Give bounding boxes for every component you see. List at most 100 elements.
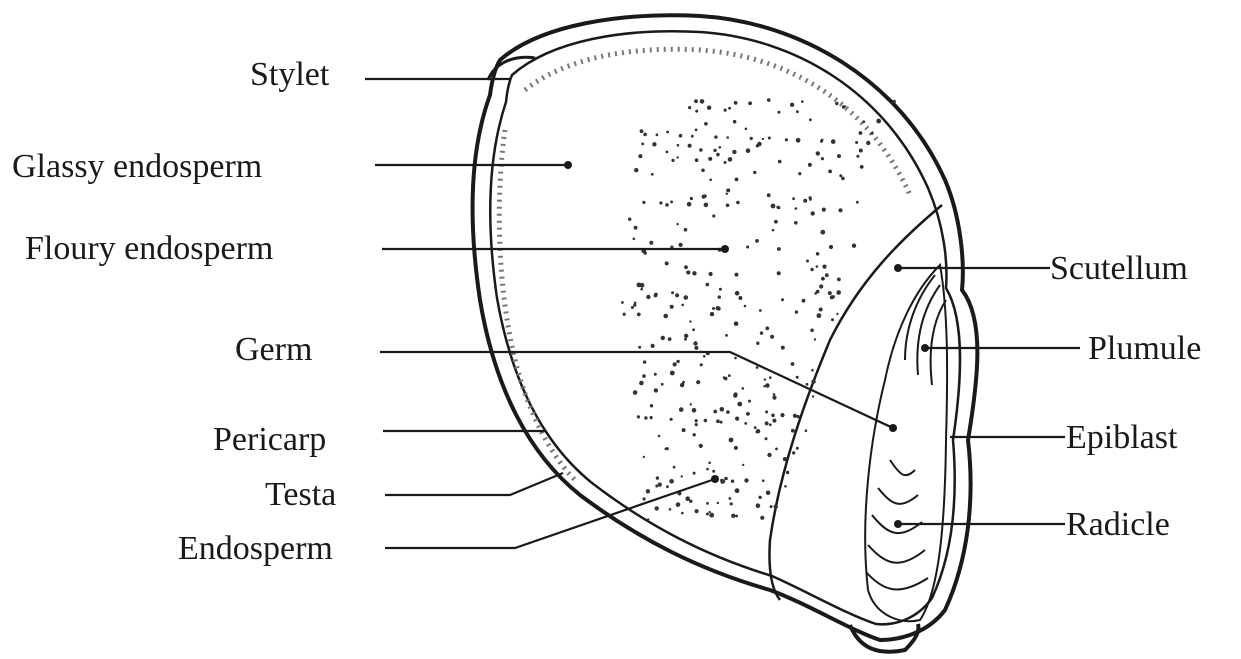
- stipple-dot: [734, 392, 738, 396]
- stipple-dot: [816, 265, 819, 268]
- stipple-dot: [735, 273, 739, 277]
- stipple-dot: [709, 511, 711, 513]
- stipple-dot: [757, 142, 762, 147]
- stipple-dot: [728, 374, 731, 377]
- stipple-dot: [707, 106, 711, 110]
- stipple-dot: [837, 154, 841, 158]
- stipple-dot: [821, 157, 824, 160]
- stipple-dot: [838, 208, 842, 212]
- stipple-dot: [778, 160, 782, 164]
- stipple-dot: [802, 299, 806, 303]
- stipple-dot: [755, 239, 759, 243]
- stipple-dot: [773, 393, 776, 396]
- stipple-dot: [684, 338, 687, 341]
- stipple-dot: [695, 158, 699, 162]
- label-testa: Testa: [265, 478, 336, 512]
- stipple-dot: [689, 500, 692, 503]
- stipple-dot: [770, 505, 773, 508]
- stipple-dot: [644, 251, 647, 254]
- stipple-dot: [695, 509, 699, 513]
- stipple-dot: [654, 373, 657, 376]
- stipple-dot: [777, 247, 781, 251]
- stipple-dot: [650, 404, 653, 407]
- label-radicle: Radicle: [1066, 508, 1170, 542]
- stipple-dot: [817, 313, 822, 318]
- stipple-dot: [692, 328, 695, 331]
- stipple-dot: [792, 197, 795, 200]
- stipple-dot: [720, 407, 725, 412]
- stipple-dot: [768, 137, 771, 140]
- stipple-dot: [688, 106, 691, 109]
- stipple-dot: [666, 447, 669, 450]
- stipple-dot: [682, 428, 686, 432]
- stipple-dot: [775, 448, 778, 451]
- stipple-dot: [675, 293, 679, 297]
- stipple-dot: [746, 148, 751, 153]
- stipple-dot: [855, 141, 858, 144]
- stipple-dot: [866, 141, 870, 145]
- stipple-dot: [704, 419, 708, 423]
- stipple-dot: [832, 295, 835, 298]
- stipple-dot: [710, 312, 714, 316]
- floury-endosperm-dots: [621, 98, 896, 520]
- stipple-dot: [731, 480, 734, 483]
- stipple-dot: [811, 379, 815, 383]
- stipple-dot: [769, 376, 772, 379]
- stipple-dot: [724, 477, 728, 481]
- stipple-dot: [686, 270, 690, 274]
- stipple-dot: [794, 221, 798, 225]
- stipple-dot: [730, 502, 733, 505]
- stipple-dot: [676, 360, 679, 363]
- stipple-dot: [724, 377, 728, 381]
- endosperm-left-stipple: [499, 130, 575, 480]
- stipple-dot: [821, 277, 825, 281]
- stipple-dot: [856, 201, 859, 204]
- stipple-dot: [754, 426, 757, 429]
- stipple-dot: [708, 462, 711, 465]
- stipple-dot: [681, 512, 684, 515]
- stipple-dot: [786, 471, 789, 474]
- label-plumule: Plumule: [1088, 332, 1201, 366]
- stipple-dot: [690, 197, 693, 200]
- stipple-dot: [643, 456, 645, 458]
- stipple-dot: [762, 479, 765, 482]
- plumule-lines: [905, 275, 946, 385]
- stipple-dot: [860, 165, 864, 169]
- stipple-dot: [729, 497, 732, 500]
- stipple-dot: [852, 244, 856, 248]
- stipple-dot: [704, 122, 708, 126]
- stipple-dot: [796, 110, 799, 113]
- stipple-dot: [856, 155, 859, 158]
- stipple-dot: [728, 107, 731, 110]
- stipple-dot: [724, 109, 727, 112]
- stipple-dot: [764, 378, 766, 380]
- leader-dots: [564, 161, 929, 528]
- stipple-dot: [677, 156, 679, 158]
- stipple-dot: [640, 288, 643, 291]
- stipple-dot: [781, 298, 784, 301]
- stipple-dot: [716, 419, 720, 423]
- stipple-dot: [738, 296, 742, 300]
- stipple-dot: [673, 362, 677, 366]
- stipple-dot: [633, 238, 636, 241]
- stipple-dot: [681, 304, 684, 307]
- stipple-dot: [819, 308, 823, 312]
- stipple-dot: [783, 457, 787, 461]
- stipple-dot: [623, 313, 626, 316]
- stipple-dot: [760, 516, 764, 520]
- stipple-dot: [655, 506, 659, 510]
- stipple-dot: [670, 305, 674, 309]
- stipple-dot: [801, 100, 804, 103]
- stipple-dot: [650, 416, 653, 419]
- stipple-dot: [679, 243, 683, 247]
- stipple-dot: [796, 376, 799, 379]
- stipple-dot: [699, 148, 703, 152]
- stipple-dot: [676, 223, 678, 225]
- stipple-dot: [859, 149, 863, 153]
- stipple-dot: [669, 508, 672, 511]
- stipple-dot: [762, 138, 764, 140]
- stipple-dot: [791, 429, 795, 433]
- stipple-dot: [658, 435, 661, 438]
- stipple-dot: [791, 362, 795, 366]
